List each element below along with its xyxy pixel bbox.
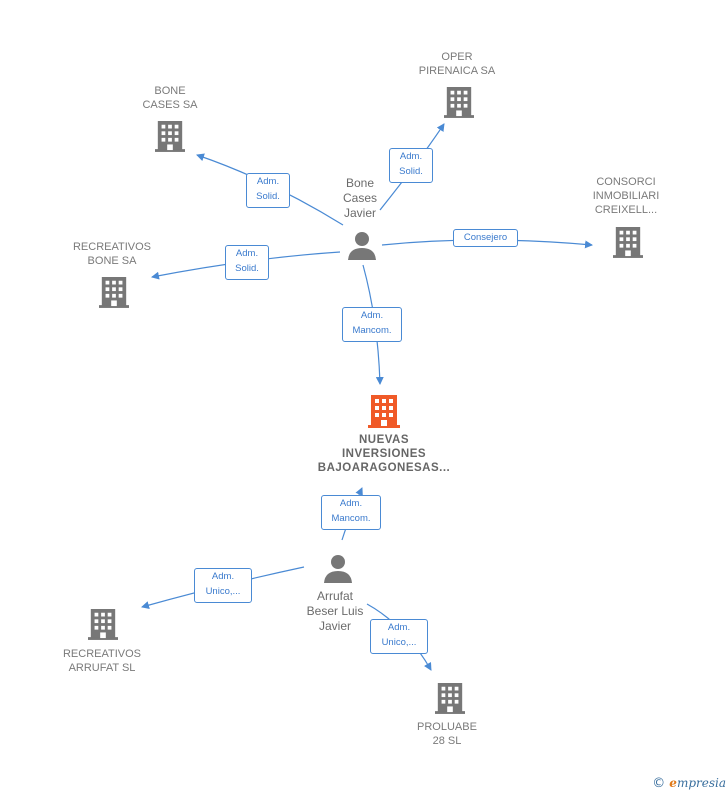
- edge-label-recreativos-arrufat: Adm. Unico,...: [194, 568, 252, 603]
- copyright-icon: ©: [652, 776, 666, 791]
- building-icon[interactable]: [368, 393, 400, 434]
- person-icon[interactable]: [323, 553, 353, 588]
- building-icon[interactable]: [435, 680, 465, 721]
- company-label-consorci[interactable]: CONSORCI INMOBILIARI CREIXELL...: [592, 176, 660, 216]
- center-company-label[interactable]: NUEVAS INVERSIONES BAJOARAGONESAS...: [317, 434, 451, 474]
- company-label-bone-cases[interactable]: BONE CASES SA: [142, 85, 198, 111]
- building-icon[interactable]: [99, 274, 129, 315]
- person-label-bone[interactable]: Bone Cases Javier: [342, 176, 377, 220]
- edge-label-oper: Adm. Solid.: [389, 148, 433, 183]
- edge-label-bone-cases: Adm. Solid.: [246, 173, 290, 208]
- edge-label-recreativos-bone: Adm. Solid.: [225, 245, 269, 280]
- edge-label-center-arrufat: Adm. Mancom.: [321, 495, 381, 530]
- edge-label-consorci: Consejero: [453, 229, 518, 247]
- person-icon[interactable]: [347, 230, 377, 265]
- empresia-watermark: ©empresia: [652, 776, 726, 791]
- company-label-recreativos-bone[interactable]: RECREATIVOS BONE SA: [72, 241, 152, 267]
- building-icon[interactable]: [613, 224, 643, 265]
- edge-label-center-bone: Adm. Mancom.: [342, 307, 402, 342]
- edge-label-proluabe: Adm. Unico,...: [370, 619, 428, 654]
- person-label-arrufat[interactable]: Arrufat Beser Luis Javier: [306, 589, 364, 633]
- building-icon[interactable]: [88, 606, 118, 647]
- company-label-recreativos-arrufat[interactable]: RECREATIVOS ARRUFAT SL: [62, 648, 142, 674]
- building-icon[interactable]: [444, 84, 474, 125]
- company-label-proluabe[interactable]: PROLUABE 28 SL: [417, 721, 477, 747]
- building-icon[interactable]: [155, 118, 185, 159]
- company-label-oper[interactable]: OPER PIRENAICA SA: [418, 51, 496, 77]
